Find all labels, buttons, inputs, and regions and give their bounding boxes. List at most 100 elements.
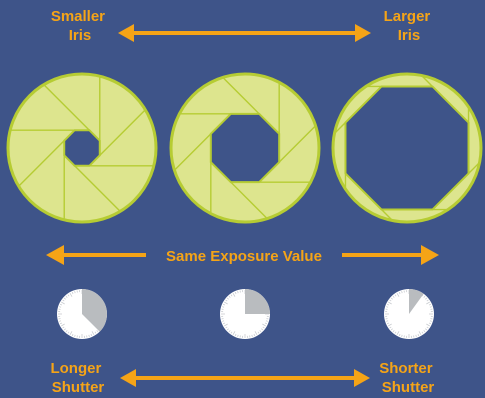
clock-tick	[222, 303, 226, 306]
clock-tick	[224, 301, 228, 305]
long-shutter-clock-icon	[57, 289, 108, 339]
clock-tick	[232, 331, 236, 335]
clock-tick	[429, 320, 432, 322]
clock-tick	[426, 299, 429, 302]
clock-tick	[426, 323, 430, 327]
clock-tick	[262, 326, 265, 329]
clock-tick	[59, 306, 62, 308]
clock-tick	[62, 299, 65, 302]
clock-tick	[425, 328, 428, 331]
clock-tick	[388, 301, 392, 305]
shutter-double-arrow	[120, 369, 370, 387]
clock-tick	[69, 331, 73, 335]
clock-tick	[222, 320, 225, 322]
clock-tick	[264, 322, 268, 325]
clock-tick	[394, 331, 397, 334]
clock-tick	[423, 295, 426, 298]
clock-tick	[392, 330, 395, 333]
clock-tick	[237, 334, 239, 337]
same-exposure-arrow	[46, 245, 439, 265]
aperture-blade-edge	[381, 209, 394, 222]
clock-tick	[386, 303, 390, 306]
clock-tick	[74, 291, 76, 294]
aperture-blade-edge	[18, 140, 65, 187]
clock-tick	[234, 333, 237, 337]
iris-double-arrow	[118, 24, 371, 42]
clock-tick	[230, 331, 233, 334]
clock-tick	[389, 299, 392, 302]
aperture-blade-edge	[278, 125, 317, 163]
clock-tick	[261, 328, 264, 331]
clock-tick	[91, 331, 95, 335]
aperture-blade-edge	[74, 165, 121, 212]
clock-tick	[426, 301, 430, 305]
clock-tick	[389, 326, 392, 329]
aperture-blade-edge	[333, 122, 346, 135]
aperture-blade-edge	[468, 161, 481, 174]
clock-tick	[398, 291, 401, 295]
clock-tick	[386, 322, 390, 325]
clock-tick	[418, 331, 422, 335]
clock-tick	[71, 291, 74, 295]
clock-tick	[226, 328, 229, 331]
clock-tick	[90, 333, 93, 337]
clock-tick	[428, 322, 432, 325]
clock-tick	[428, 303, 432, 306]
clock-tick	[65, 295, 68, 298]
clock-tick	[234, 291, 237, 295]
clock-tick	[257, 331, 260, 334]
clock-tick	[88, 334, 90, 337]
clock-tick	[228, 295, 231, 298]
clock-tick	[59, 322, 63, 325]
smaller-iris-label: Smaller Iris	[51, 8, 109, 44]
clock-tick	[61, 323, 65, 327]
clock-tick	[251, 334, 253, 337]
clock-tick	[65, 330, 68, 333]
clock-tick	[225, 299, 228, 302]
aperture-blade-edge	[173, 133, 212, 171]
clock-tick	[423, 330, 426, 333]
clock-tick	[426, 326, 429, 329]
clock-tick	[401, 334, 403, 337]
clock-tick	[262, 323, 266, 327]
clock-tick	[94, 331, 97, 334]
aperture-blade-edge	[420, 74, 433, 87]
clock-tick	[390, 328, 393, 331]
clock-tick	[254, 331, 258, 335]
clock-tick	[401, 291, 403, 294]
clock-tick	[61, 301, 65, 305]
clock-tick	[67, 331, 70, 334]
clock-tick	[228, 330, 231, 333]
clock-tick	[71, 333, 74, 337]
clock-tick	[390, 297, 393, 300]
aperture-blade-edge	[99, 109, 146, 156]
clock-tick	[394, 294, 397, 297]
clock-tick	[232, 293, 236, 297]
aperture-blade-edge	[230, 181, 268, 220]
aperture-opening	[344, 85, 470, 211]
clock-tick	[225, 326, 228, 329]
clock-tick	[415, 334, 417, 337]
clock-tick	[386, 306, 389, 308]
clock-tick	[96, 330, 99, 333]
shorter-shutter-label: Shorter Shutter	[379, 360, 437, 396]
clock-tick	[222, 322, 226, 325]
clock-tick	[69, 293, 73, 297]
medium-aperture	[169, 72, 321, 224]
clock-tick	[392, 295, 395, 298]
short-shutter-clock-icon	[384, 289, 434, 339]
aperture-blade-edge	[222, 76, 260, 115]
clock-tick	[224, 323, 228, 327]
clock-tick	[396, 293, 400, 297]
clock-tick	[63, 297, 66, 300]
clock-tick	[226, 297, 229, 300]
clock-tick	[259, 330, 262, 333]
clock-tick	[398, 333, 401, 337]
aperture-opening	[209, 112, 281, 184]
clock-tick	[62, 326, 65, 329]
clock-tick	[429, 306, 432, 308]
clock-sector	[82, 289, 108, 332]
clock-tick	[265, 320, 268, 322]
clock-tick	[253, 333, 256, 337]
